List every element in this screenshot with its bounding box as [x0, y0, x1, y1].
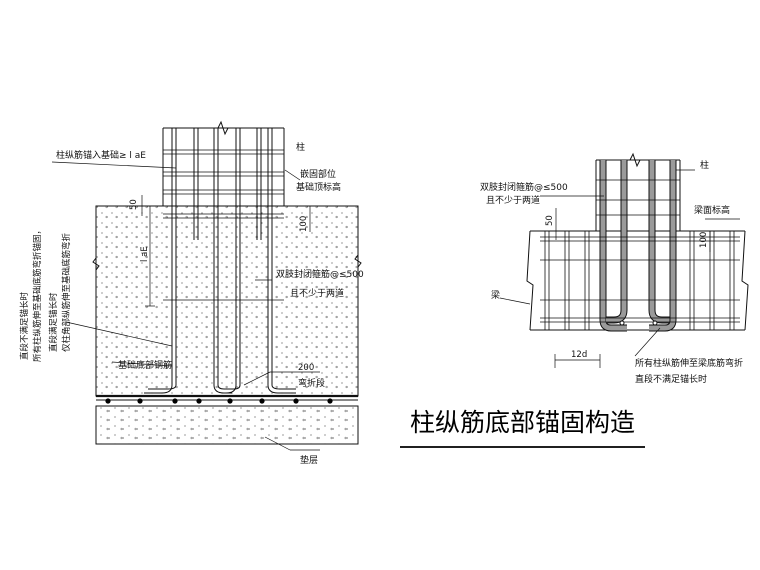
- left-embed-note-2: 基础顶标高: [296, 181, 341, 193]
- right-dim-100: 100: [699, 232, 709, 248]
- right-col-label: 柱: [700, 159, 709, 171]
- right-stirrup-note-2: 且不少于两道: [486, 194, 540, 206]
- column-stirrups: [163, 149, 284, 301]
- left-cushion-note: 垫层: [300, 454, 318, 466]
- right-bottom-note-2: 直段不满足锚长时: [635, 373, 707, 385]
- beam-rebars: [540, 231, 740, 330]
- foundation-block: [95, 205, 359, 397]
- left-base-bar-note: 基础底部钢筋: [118, 359, 172, 371]
- right-dim-50: 50: [545, 215, 555, 226]
- right-stirrup-note-1: 双肢封闭箍筋@≤500: [480, 181, 568, 193]
- left-bend-dim: 200: [298, 363, 314, 373]
- left-detail: [51, 120, 362, 451]
- left-vnote-1: 直段不满足锚长时: [19, 291, 30, 360]
- cushion-layer: [95, 405, 359, 445]
- left-bend-note: 弯折段: [298, 377, 325, 389]
- left-stirrup-note-2: 且不少于两道: [290, 287, 344, 299]
- left-dim-50: 50: [129, 199, 139, 210]
- left-vnote-3: 直段满足锚长时: [48, 292, 59, 352]
- right-dim-12d: 12d: [571, 350, 587, 360]
- left-dim-lae: l aE: [140, 246, 150, 262]
- left-vnote-4: 仅柱角部纵筋伸至基础底筋弯折: [61, 232, 72, 352]
- base-bar-dots: [105, 398, 333, 404]
- left-vnote-2: 所有柱纵筋伸至基础底筋弯折锚固，: [32, 226, 43, 362]
- left-dim-100: 100: [299, 216, 309, 232]
- column-bars: [144, 128, 296, 394]
- left-anchor-note: 柱纵筋锚入基础≥ l aE: [56, 149, 146, 161]
- drawing-title: 柱纵筋底部锚固构造: [410, 408, 635, 437]
- left-col-label: 柱: [296, 141, 305, 153]
- right-beam-label: 梁: [491, 289, 500, 301]
- left-stirrup-note-1: 双肢封闭箍筋@≤500: [276, 268, 364, 280]
- right-beam-top-note: 梁面标高: [694, 204, 730, 216]
- right-detail: [499, 152, 749, 368]
- right-bottom-note-1: 所有柱纵筋伸至梁底筋弯折: [635, 357, 743, 369]
- right-column-bars: [599, 160, 677, 332]
- left-embed-note-1: 嵌固部位: [300, 168, 336, 180]
